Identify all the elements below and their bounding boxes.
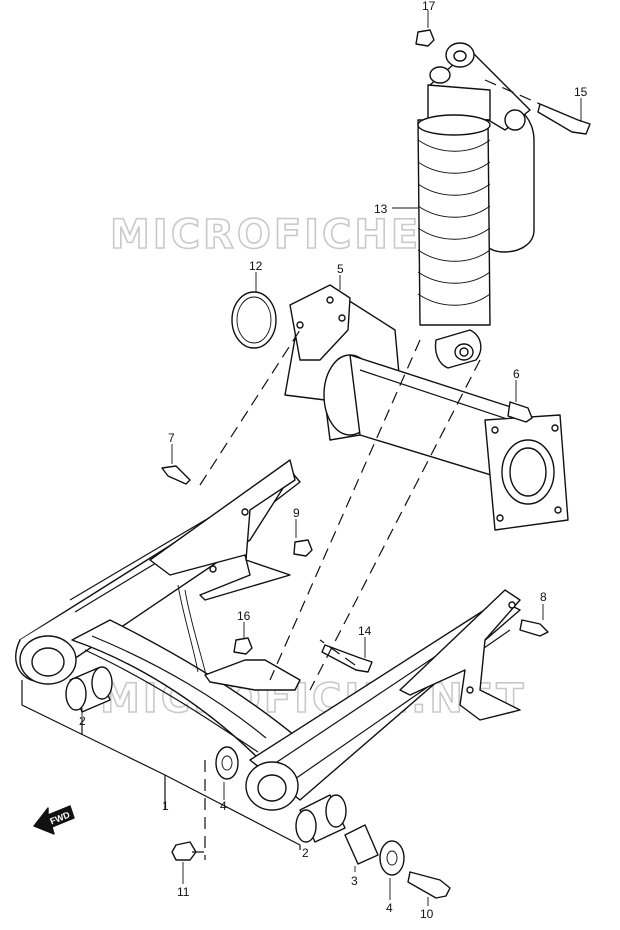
callout-12: 12 (249, 259, 263, 273)
callout-6: 6 (513, 367, 520, 381)
nut-16 (233, 637, 253, 655)
swingarm (15, 459, 521, 811)
callout-3: 3 (351, 874, 358, 888)
pivot-nut (171, 841, 197, 861)
callout-4-left: 4 (220, 799, 227, 813)
rear-shock-absorber (417, 42, 535, 369)
bolt-14 (321, 644, 373, 673)
callout-10: 10 (420, 907, 434, 921)
nut-9 (293, 539, 313, 557)
callout-8: 8 (540, 590, 547, 604)
callout-9: 9 (293, 506, 300, 520)
bolt-8 (519, 619, 549, 637)
bearing-right (295, 794, 347, 843)
callout-14: 14 (358, 624, 372, 638)
callout-11: 11 (177, 885, 190, 899)
callout-7: 7 (168, 431, 175, 445)
pivot-bolt (407, 871, 451, 899)
callout-2-right: 2 (302, 846, 309, 860)
bolt-15 (537, 103, 591, 135)
callout-5: 5 (337, 262, 344, 276)
o-ring (231, 291, 277, 349)
bearing-left (65, 666, 113, 713)
bolt-6 (507, 401, 533, 423)
callout-2-left: 2 (79, 714, 86, 728)
nut-17 (415, 29, 435, 47)
swingarm-cross-tube (284, 284, 569, 531)
callout-15: 15 (574, 85, 588, 99)
washer-left (215, 746, 239, 780)
bolt-7 (161, 465, 191, 485)
washer-right (379, 840, 405, 876)
callout-4-right: 4 (386, 901, 393, 915)
callout-13: 13 (374, 202, 388, 216)
fwd-arrow: FWD (33, 805, 75, 835)
callout-labels: 17 15 13 12 5 6 7 9 8 16 14 2 4 1 2 3 11… (79, 0, 588, 921)
assembly-lines (192, 79, 541, 860)
spacer (344, 824, 379, 865)
leader-lines (81, 10, 582, 906)
callout-17: 17 (422, 0, 436, 13)
callout-1: 1 (162, 799, 169, 813)
callout-16: 16 (237, 609, 251, 623)
callout-bracket-1 (21, 680, 301, 850)
